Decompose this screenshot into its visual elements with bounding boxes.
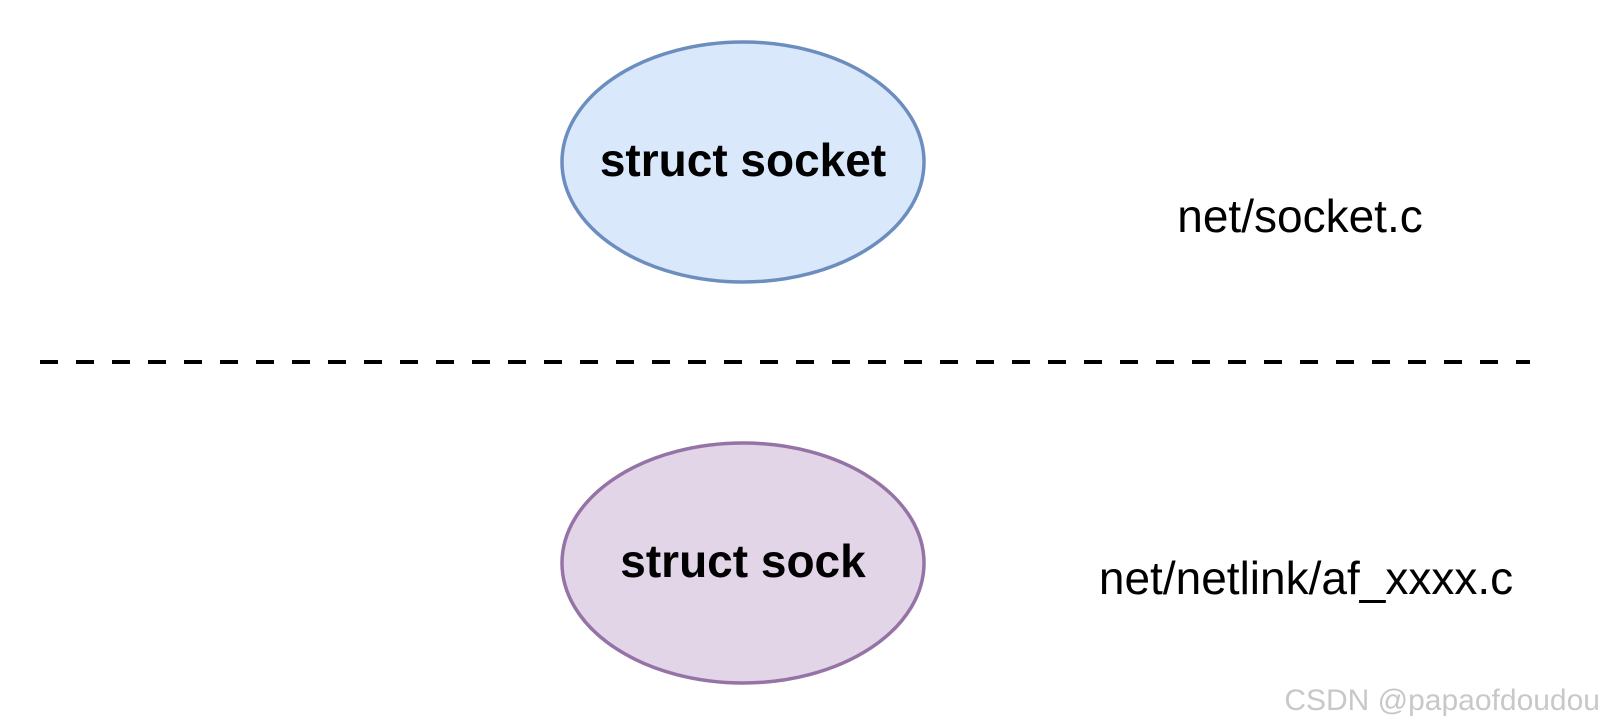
netlink-file-label: net/netlink/af_xxxx.c <box>1099 552 1513 604</box>
struct-socket-node: struct socket <box>560 40 926 284</box>
struct-socket-ellipse <box>560 40 926 284</box>
struct-sock-ellipse <box>560 441 926 685</box>
struct-sock-label: struct sock <box>620 535 866 587</box>
struct-socket-label: struct socket <box>600 134 886 186</box>
struct-sock-node: struct sock <box>560 441 926 685</box>
csdn-watermark: CSDN @papaofdoudou <box>1284 684 1600 717</box>
socket-file-label: net/socket.c <box>1177 190 1422 242</box>
